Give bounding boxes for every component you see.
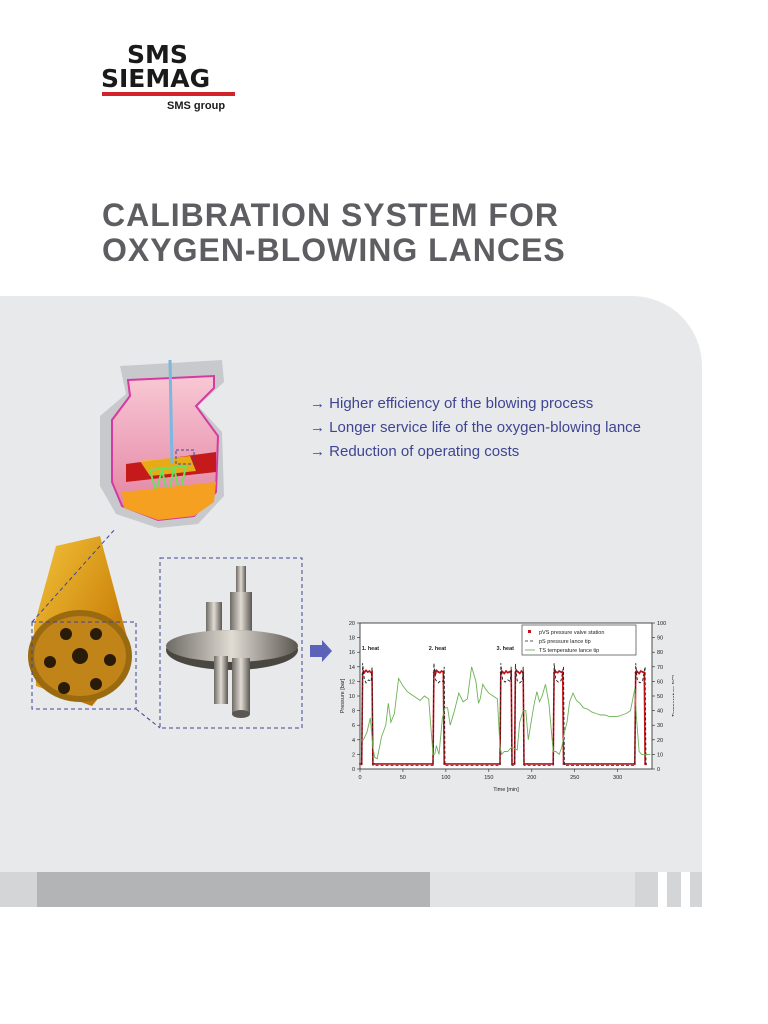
series-point-valve-station [558,670,561,673]
heat-annotation: 3. heat [497,646,515,652]
lance-tip-image [28,527,161,729]
x-tick-label: 150 [484,775,493,781]
series-point-valve-station [503,672,506,675]
y-tick-label: 18 [349,636,355,642]
y2-tick-label: 30 [657,723,663,729]
series-point-valve-station [508,670,511,673]
logo-siemag: SIEMAG [101,64,211,93]
footer-band-mid [430,872,635,907]
illustrations [28,359,332,729]
heat-annotation: 1. heat [362,646,380,652]
series-point-valve-station [368,670,371,673]
title-line-1: CALIBRATION SYSTEM FOR [102,197,559,233]
series-point-valve-station [639,670,642,673]
y-axis-label: Pressure [bar] [340,678,346,713]
y-tick-label: 12 [349,679,355,685]
x-tick-label: 100 [441,775,450,781]
y-tick-label: 0 [352,767,355,773]
series-point-valve-station [523,762,526,765]
y2-tick-label: 10 [657,752,663,758]
legend-label: pVS pressure valve station [539,630,604,636]
series-point-valve-station [444,762,447,765]
series-point-valve-station [638,672,641,675]
y2-axis-label: Temperature [°C] [672,675,674,717]
x-tick-label: 300 [613,775,622,781]
series-point-valve-station [641,670,644,673]
series-point-valve-station [440,670,443,673]
series-point-valve-station [505,670,507,673]
y2-tick-label: 70 [657,665,663,671]
series-point-valve-station [437,670,440,673]
series-point-valve-station [371,670,374,673]
legend-label: TS temperature lance tip [539,648,599,654]
legend-box [521,624,637,656]
series-point-valve-station [366,670,369,673]
page-title: CALIBRATION SYSTEM FOR OXYGEN-BLOWING LA… [102,198,722,268]
y2-tick-label: 90 [657,636,663,642]
y-tick-label: 14 [349,665,355,671]
footer-stripe [681,872,690,907]
footer-band-dark [37,872,430,907]
series-point-valve-station [359,762,361,765]
logo-sms-group: SMS group [167,100,226,112]
y-tick-label: 20 [349,621,355,627]
bullet-service-life: → Longer service life of the oxygen-blow… [310,419,642,436]
series-point-valve-station [365,669,368,672]
y-tick-label: 16 [349,650,355,656]
converter-vessel-image [100,359,224,528]
legend-label: pS pressure lance tip [539,639,591,645]
logo-sms: SMS [127,40,188,69]
series-point-valve-station [432,762,434,765]
y2-tick-label: 60 [657,679,663,685]
y2-tick-label: 20 [657,738,663,744]
legend-marker-valve-station [528,630,531,633]
series-line-lance-tip-temperature [360,666,651,760]
x-axis-label: Time [min] [493,787,519,793]
x-tick-label: 200 [527,775,536,781]
series-point-valve-station [559,670,562,673]
series-point-valve-station [511,762,514,765]
bullet-operating-costs: → Reduction of operating costs [310,443,520,460]
series-point-valve-station [435,669,438,672]
y-tick-label: 6 [352,723,355,729]
bullet-efficiency: → Higher efficiency of the blowing proce… [310,395,594,412]
y-tick-label: 4 [352,738,355,744]
y-tick-label: 10 [349,694,355,700]
series-point-valve-station [518,672,521,675]
footer-stripe [658,872,667,907]
x-tick-label: 250 [570,775,579,781]
y2-tick-label: 40 [657,709,663,715]
title-line-2: OXYGEN-BLOWING LANCES [102,232,566,268]
series-point-valve-station [520,670,523,673]
series-point-valve-station [438,671,441,674]
calibration-device-image [159,557,303,729]
y2-tick-label: 80 [657,650,663,656]
content-panel [0,296,702,872]
series-point-valve-station [556,671,559,674]
y-tick-label: 2 [352,752,355,758]
x-tick-label: 0 [358,775,361,781]
heat-annotation: 2. heat [429,646,447,652]
logo-red-bar [102,92,235,96]
y2-tick-label: 50 [657,694,663,700]
y-tick-label: 8 [352,709,355,715]
arrow-right-icon [310,640,332,662]
series-point-valve-station [526,762,529,765]
series-point-valve-station [506,671,509,674]
y2-tick-label: 0 [657,767,660,773]
x-tick-label: 50 [400,775,406,781]
y2-tick-label: 100 [657,621,666,627]
series-point-valve-station [517,670,520,673]
